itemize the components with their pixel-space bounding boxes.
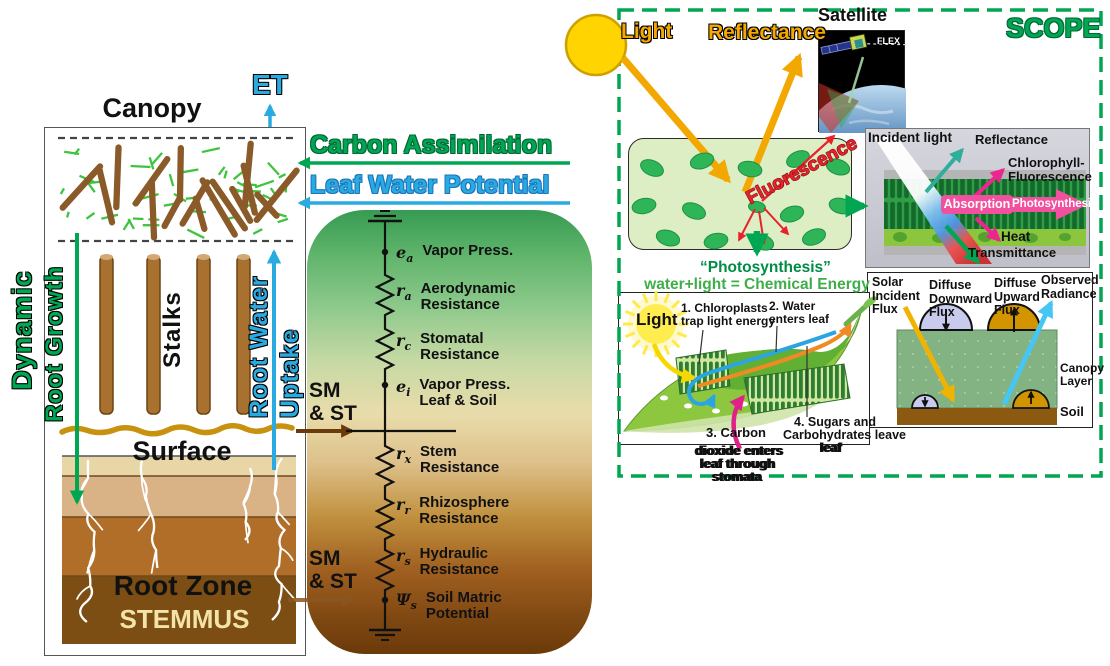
step2-line1: 2. Water (769, 299, 816, 313)
et-label: ET (252, 69, 288, 100)
photosynthesis-title: “Photosynthesis” (700, 259, 831, 276)
solar-line2: Incident (872, 288, 920, 303)
step2-line2: enters leaf (769, 311, 830, 326)
canopy-label: Canopy (102, 93, 202, 123)
step1-line1: 1. Chloroplasts (681, 301, 768, 315)
canopy-layer-label: Canopy Layer (1060, 362, 1104, 388)
absorption-badge: Absorption (941, 195, 1013, 214)
downward-line3: Flux (929, 305, 955, 319)
diffuse-downward-flux-label: Diffuse Downward Flux (929, 278, 993, 320)
incident-light-label: Incident light (868, 130, 952, 145)
surface-label: Surface (132, 436, 232, 466)
upward-line1: Diffuse (994, 276, 1037, 290)
upward-line2: Upward (994, 289, 1040, 304)
sm-label: SM (309, 379, 341, 402)
step1-line2: trap light energy (681, 313, 776, 328)
observed-line1: Observed (1041, 273, 1099, 287)
solar-line1: Solar (872, 275, 904, 289)
diffuse-upward-flux-label: Diffuse Upward Flux (994, 276, 1040, 318)
sm-label: SM (309, 547, 341, 570)
leaf-light-label: Light (636, 310, 678, 329)
transmittance-label: Transmittance (968, 245, 1057, 260)
incident-reflectance-label: Reflectance (975, 132, 1048, 147)
observed-radiance-label: Observed Radiance (1041, 273, 1099, 301)
reflectance-label: Reflectance (708, 21, 826, 44)
downward-line1: Diffuse (929, 278, 972, 292)
leaf-step3-title: 3. Carbon (706, 425, 766, 440)
stemmus-label: STEMMUS (119, 604, 250, 634)
flex-label: FLEX (877, 36, 900, 46)
root-zone-label: Root Zone (113, 570, 253, 601)
upward-line3: Flux (994, 303, 1020, 317)
chlorophyll-fluorescence-label: Chlorophyll- Fluorescence (1008, 155, 1092, 185)
satellite-image: FLEX (793, 30, 969, 261)
incident-photosynthesis-label: Photosynthesis (1012, 198, 1098, 210)
dynamic-label: Dynamic (7, 270, 37, 390)
solar-incident-flux-label: Solar Incident Flux (872, 275, 920, 317)
soil-label: Soil (1060, 404, 1084, 419)
canopy-layer-line2: Layer (1060, 373, 1093, 388)
st-label: & ST (309, 401, 357, 425)
sm-st-label-top: SM & ST (309, 379, 357, 425)
root-growth-label: Root Growth (41, 265, 68, 422)
satellite-illustration: FLEX (793, 33, 969, 261)
leaf-step4-line3: leaf (820, 441, 842, 455)
uptake-label: Uptake (276, 328, 304, 418)
observed-line2: Radiance (1041, 286, 1097, 301)
downward-line2: Downward (929, 291, 993, 306)
photosynthesis-equation: water+light = Chemical Energy (644, 276, 870, 293)
root-water-label: Root Water (245, 275, 273, 418)
light-label: Light (621, 20, 673, 43)
sun-icon (564, 13, 628, 77)
sm-st-label-bottom: SM & ST (309, 547, 357, 593)
solar-line3: Flux (872, 302, 898, 316)
circuit-row-ei: ei Vapor Press.Leaf & Soil (396, 376, 511, 409)
leaf-step1-label: 1. Chloroplasts trap light energy (681, 302, 775, 328)
chlorophyll-line1: Chlorophyll- (1008, 155, 1085, 170)
heat-label: Heat (1001, 229, 1031, 244)
satellite-label: Satellite (818, 5, 888, 25)
leaf-step2-label: 2. Water enters leaf (769, 300, 829, 326)
stalks-label: Stalks (159, 291, 186, 368)
carbon-assimilation-label: Carbon Assimilation (310, 131, 553, 159)
leaf-water-potential-label: Leaf Water Potential (310, 171, 550, 199)
circuit-row-ea: ea Vapor Press. (396, 242, 514, 266)
leaf-step3-line4: stomata (712, 469, 762, 484)
st-label: & ST (309, 569, 357, 593)
chlorophyll-line2: Fluorescence (1008, 169, 1092, 185)
scope-title: SCOPE (1006, 13, 1101, 43)
canopy-layer-line1: Canopy (1060, 361, 1105, 375)
leaf-step4-line2: Carbohydrates leave (783, 428, 906, 442)
